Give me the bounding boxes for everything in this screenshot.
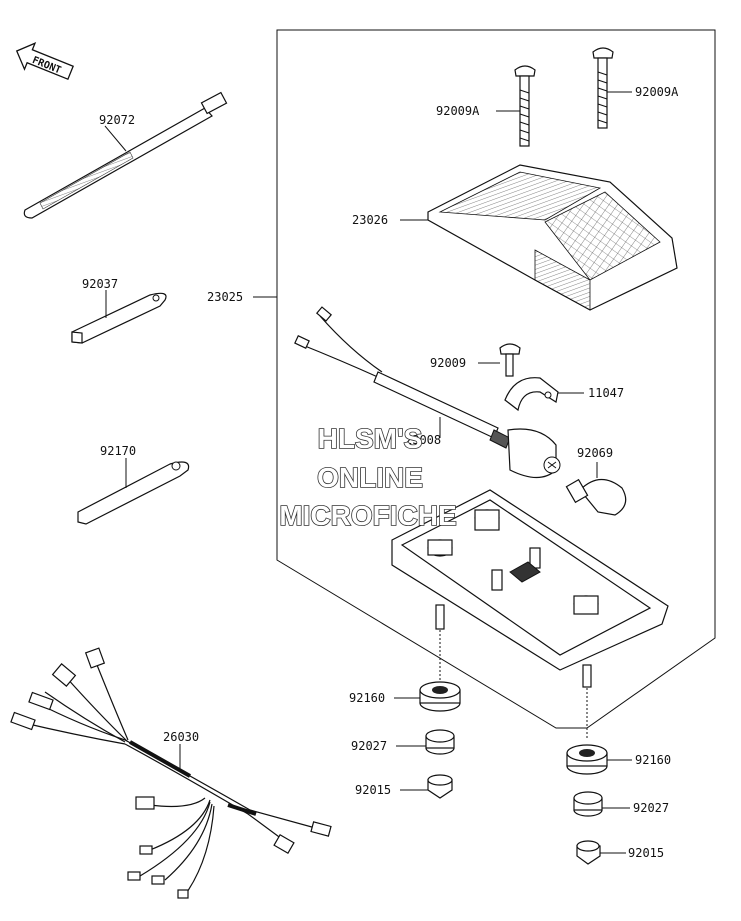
callout-92160-right: 92160: [635, 753, 671, 767]
front-arrow-icon: FRONT: [15, 42, 75, 81]
callout-23025: 23025: [207, 290, 243, 304]
callout-11047: 11047: [588, 386, 624, 400]
bushing-92027-left-part: [425, 729, 455, 755]
socket-harness-23008-part: [294, 306, 561, 479]
callout-92069: 92069: [577, 446, 613, 460]
callout-92160-left: 92160: [349, 691, 385, 705]
watermark-line-3: MICROFICHE: [279, 500, 456, 531]
callout-23008: 23008: [405, 433, 441, 447]
callout-23026: 23026: [352, 213, 388, 227]
bushing-92027-right-part: [573, 791, 603, 817]
callout-26030: 26030: [163, 730, 199, 744]
watermark-line-2: ONLINE: [317, 462, 423, 493]
clip-92170-part: [77, 461, 190, 525]
clamp-11047-part: [504, 377, 559, 412]
callout-92009A-left: 92009A: [436, 104, 480, 118]
nut-92015-left-part: [427, 774, 453, 799]
callout-92009: 92009: [430, 356, 466, 370]
nut-92015-right-part: [576, 840, 601, 865]
screw-92009A-right-part: [592, 47, 614, 129]
housing-base-part: [391, 489, 669, 671]
callout-92072: 92072: [99, 113, 135, 127]
watermark-line-1: HLSM'S: [318, 423, 423, 454]
callout-92015-left: 92015: [355, 783, 391, 797]
callout-92170: 92170: [100, 444, 136, 458]
lens-23026-part: [427, 164, 678, 311]
screw-92009A-left-part: [514, 65, 536, 147]
cable-tie-part: [23, 91, 228, 219]
grommet-92160-left-part: [419, 681, 461, 712]
bulb-92069-part: [565, 478, 627, 516]
callout-92009A-right: 92009A: [635, 85, 679, 99]
callout-92027-right: 92027: [633, 801, 669, 815]
grommet-92160-right-part: [566, 744, 608, 775]
screw-92009-part: [499, 343, 521, 377]
callout-92027-left: 92027: [351, 739, 387, 753]
wire-harness-26030-part: [10, 647, 332, 899]
callout-92015-right: 92015: [628, 846, 664, 860]
callout-92037: 92037: [82, 277, 118, 291]
clip-92037-part: [71, 292, 167, 344]
